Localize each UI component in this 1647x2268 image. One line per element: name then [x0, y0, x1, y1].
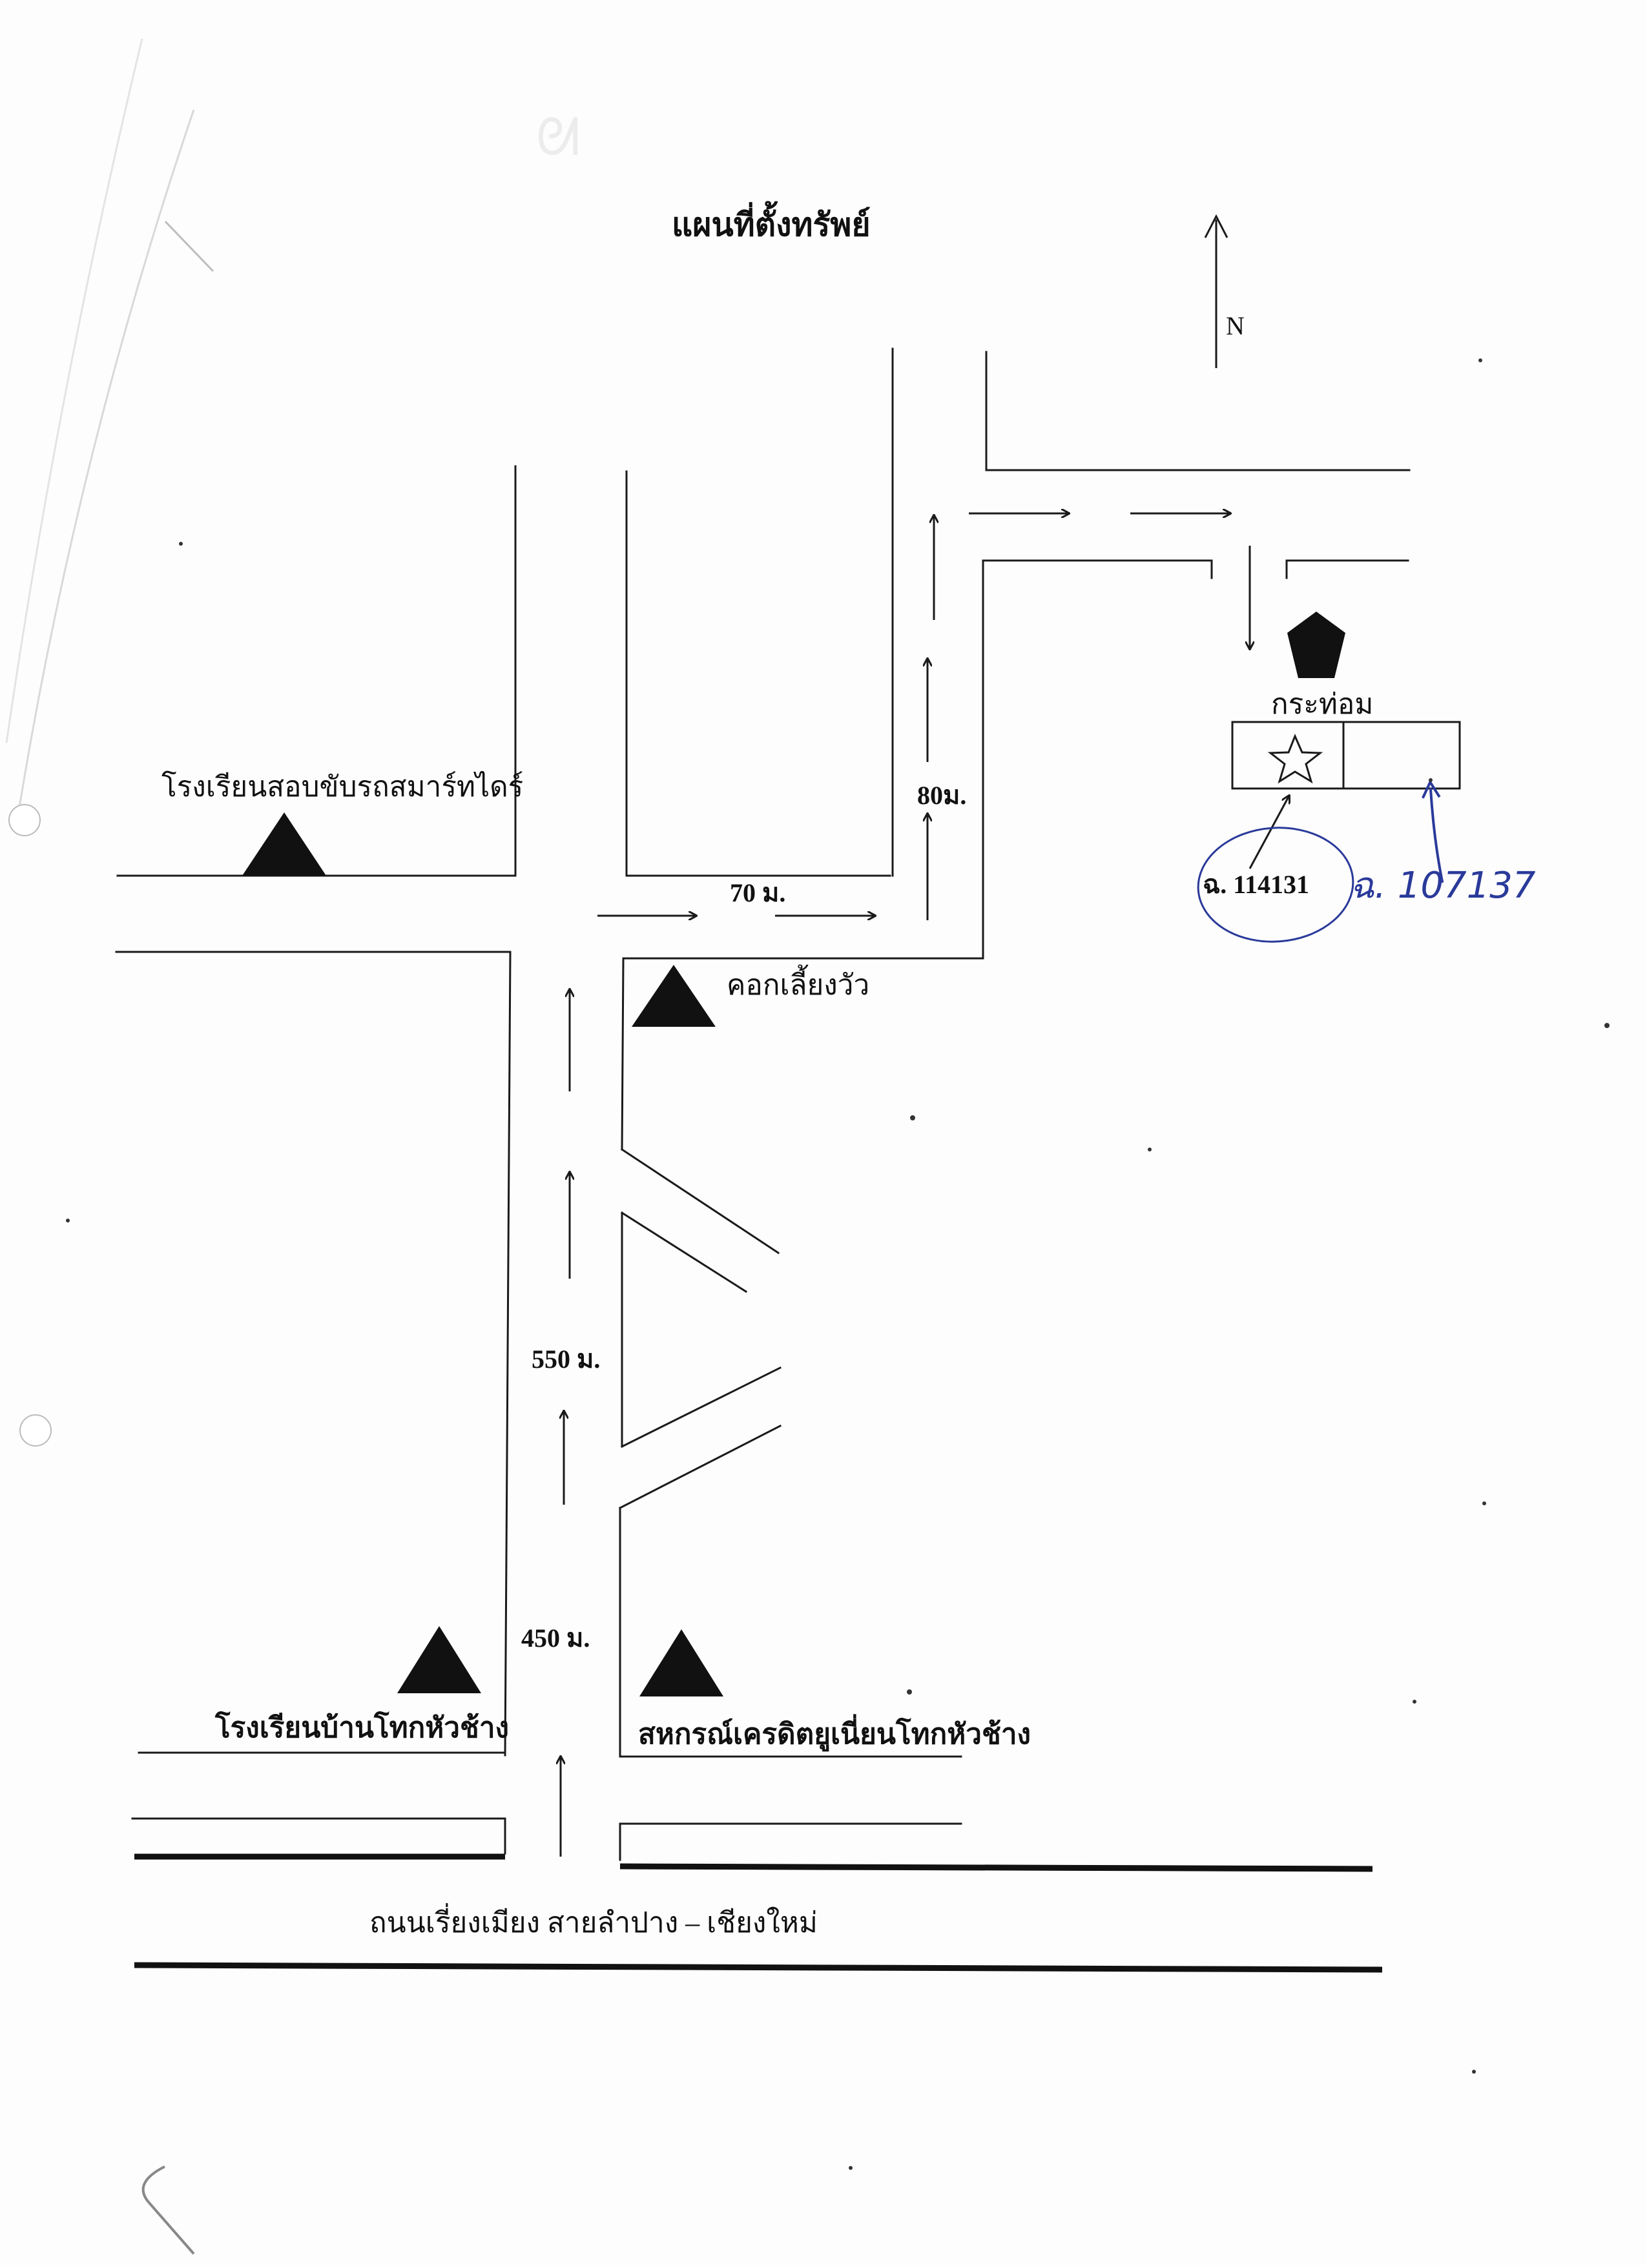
hut-marker-icon: [1287, 612, 1345, 678]
cattle-pen-label: คอกเลี้ยงวัว: [727, 964, 869, 1001]
distance-80: 80ม.: [917, 781, 966, 810]
north-arrow-icon: [1204, 214, 1228, 368]
faint-pen-mark: ᘛ: [536, 107, 580, 167]
parcel-pointer-arrow: [1248, 796, 1289, 869]
driving-school-label: โรงเรียนสอบขับรถสมาร์ทไดร์: [161, 770, 523, 803]
parcel-number-printed: ฉ. 114131: [1203, 870, 1309, 899]
handwritten-circle-mark: [1197, 827, 1354, 943]
hut-label: กระท่อม: [1271, 688, 1373, 720]
cattle-pen-marker-icon: [632, 965, 716, 1027]
school-label: โรงเรียนบ้านโทกหัวช้าง: [214, 1710, 509, 1744]
page-edge-shadow: [5, 38, 214, 808]
distance-550: 550 ม.: [532, 1345, 600, 1374]
road-network: [115, 347, 1411, 1973]
distance-450: 450 ม.: [521, 1624, 590, 1653]
north-label: N: [1226, 311, 1245, 340]
handwritten-pointer-arrow: [1431, 789, 1444, 883]
route-arrows: [561, 513, 1250, 1857]
punch-hole-top: [8, 804, 41, 836]
credit-union-label: สหกรณ์เครดิตยูเนี่ยนโทกหัวช้าง: [638, 1714, 1031, 1751]
driving-school-marker-icon: [242, 812, 326, 876]
main-road-label: ถนนเรี่ยงเมียง สายลำปาง – เชียงใหม่: [369, 1902, 818, 1939]
credit-union-marker-icon: [639, 1629, 723, 1696]
property-star-icon: [1267, 734, 1323, 784]
parcel-number-handwritten: ฉ. 107137: [1350, 865, 1536, 907]
land-parcels: [1231, 721, 1461, 790]
staple-icon: [141, 2165, 195, 2255]
distance-70: 70 ม.: [730, 878, 785, 907]
scan-speckles: [66, 358, 1610, 2170]
punch-hole-bottom: [19, 1414, 52, 1447]
school-marker-icon: [397, 1626, 481, 1693]
parcel-left: [1231, 721, 1345, 790]
parcel-right: [1342, 721, 1461, 790]
map-title: แผนที่ตั้งทรัพย์: [672, 201, 871, 243]
